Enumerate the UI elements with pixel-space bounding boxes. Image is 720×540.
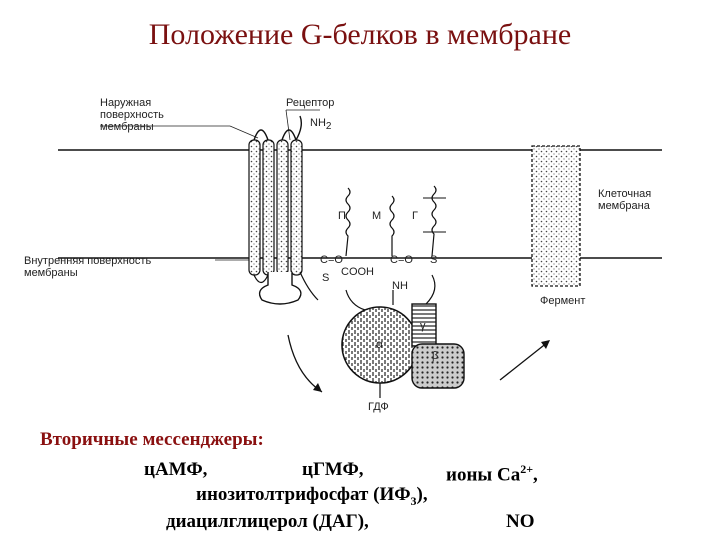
alpha-label: α: [376, 337, 383, 351]
outer-surface-label: Наружная поверхность мембраны: [100, 97, 164, 133]
ip3-text: инозитолтрифосфат (ИФ3),: [196, 484, 428, 508]
no-text: NO: [506, 511, 535, 532]
arrow-to-enzyme: [499, 341, 549, 381]
g-protein-diagram: [58, 109, 662, 398]
s-left-label: S: [322, 272, 330, 284]
beta-subunit: [411, 343, 465, 389]
co-left-label: C=O: [320, 254, 343, 266]
receptor-intracellular-loop: [258, 272, 302, 305]
p-label: П: [338, 210, 346, 222]
lipid-anchor-m: [389, 195, 395, 256]
lipid-anchor-g: [431, 185, 437, 257]
camp-text: цАМФ,: [144, 459, 208, 480]
lipid-anchor-p: [345, 187, 351, 257]
nh2-label: NH2: [310, 117, 332, 133]
co-right-label: C=O: [390, 254, 413, 266]
cgmp-text: цГМФ,: [302, 459, 364, 480]
cell-membrane-label: Клеточная мембрана: [598, 188, 652, 212]
second-messengers-heading: Вторичные мессенджеры:: [40, 429, 264, 450]
enzyme-block: [531, 145, 581, 287]
curved-arrow-left: [287, 334, 323, 393]
g-label: Г: [412, 210, 418, 222]
gamma-subunit: [411, 303, 437, 347]
receptor-helices: [248, 139, 303, 276]
page-title: Положение G-белков в мембране: [148, 18, 572, 51]
nh-label: NH: [392, 280, 408, 292]
s-right-label: S: [430, 254, 438, 266]
beta-label: β: [432, 350, 439, 362]
cooh-label: COOH: [341, 266, 374, 278]
ca-ions-text: ионы Са2+,: [446, 462, 538, 486]
receptor-label: Рецептор: [286, 97, 335, 109]
enzyme-label: Фермент: [540, 295, 586, 307]
inner-surface-label: Внутренняя поверхность мембраны: [24, 255, 152, 279]
dag-text: диацилглицерол (ДАГ),: [166, 511, 369, 532]
gamma-label: γ: [420, 320, 426, 332]
m-label: М: [372, 210, 382, 222]
gdf-label: ГДФ: [368, 401, 389, 413]
